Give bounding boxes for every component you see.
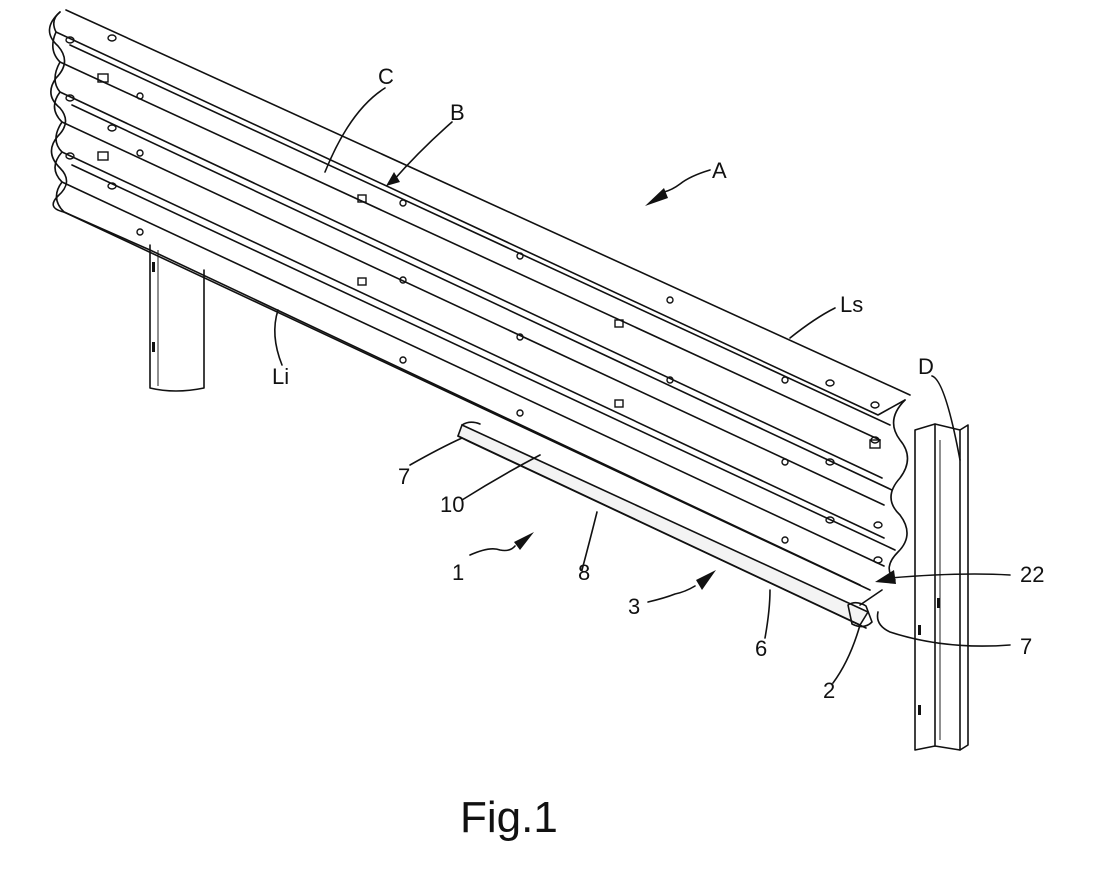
label-7-lower: 7 bbox=[1020, 634, 1032, 659]
label-6: 6 bbox=[755, 636, 767, 661]
left-post bbox=[150, 245, 204, 391]
label-li: Li bbox=[272, 364, 289, 389]
label-1: 1 bbox=[452, 560, 464, 585]
right-post bbox=[915, 424, 968, 750]
label-c: C bbox=[378, 64, 394, 89]
label-a: A bbox=[712, 158, 727, 183]
guardrail-beam bbox=[49, 10, 910, 590]
bolt-holes bbox=[66, 35, 882, 563]
label-ls: Ls bbox=[840, 292, 863, 317]
label-10: 10 bbox=[440, 492, 464, 517]
leader-lines bbox=[275, 88, 1010, 683]
lower-rail-element bbox=[458, 422, 882, 628]
label-7-upper: 7 bbox=[398, 464, 410, 489]
label-2: 2 bbox=[823, 678, 835, 703]
label-3: 3 bbox=[628, 594, 640, 619]
label-22: 22 bbox=[1020, 562, 1044, 587]
label-d: D bbox=[918, 354, 934, 379]
label-8: 8 bbox=[578, 560, 590, 585]
figure-caption: Fig.1 bbox=[460, 793, 558, 842]
label-b: B bbox=[450, 100, 465, 125]
